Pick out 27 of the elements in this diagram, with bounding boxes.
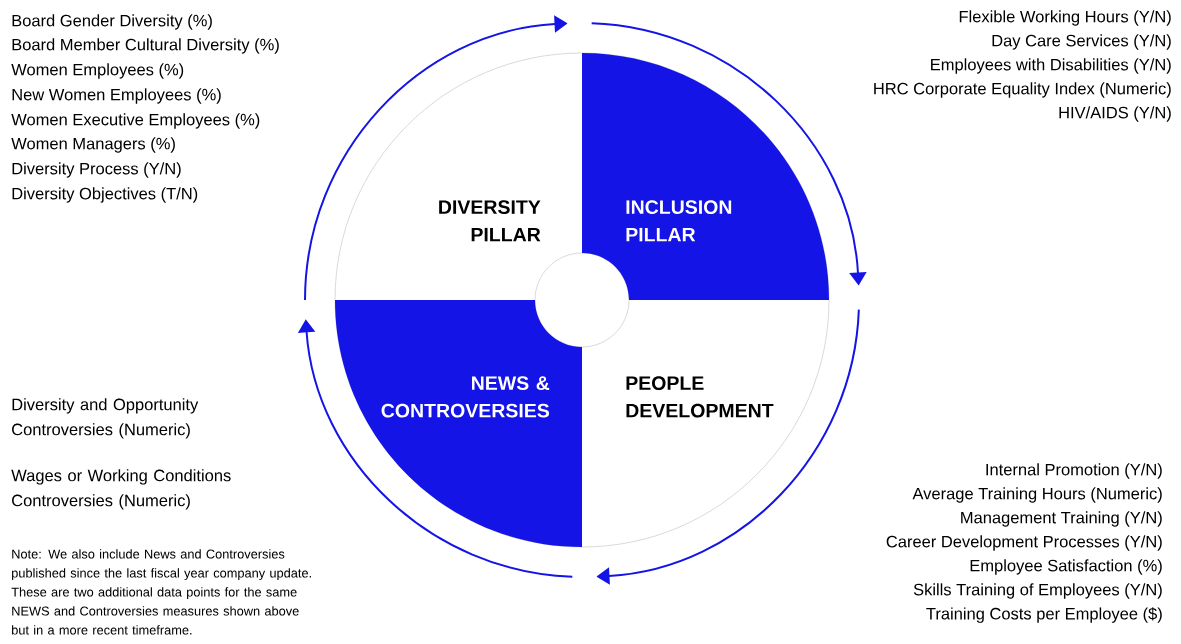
metric-text: Diversity and Opportunity Controversies (Numeric) xyxy=(12,398,199,439)
metric-text: Board Gender Diversity (%) xyxy=(12,14,212,30)
metric-text: Women Managers (%) xyxy=(11,137,175,153)
metric-text: Employee Satisfaction (%) xyxy=(970,559,1162,575)
metric-text: Diversity Process (Y/N) xyxy=(12,162,181,178)
quadrant: INCLUSION PILLAR xyxy=(582,53,829,300)
metric-text: Career Development Processes (Y/N) xyxy=(886,535,1162,551)
quadrant: NEWS & CONTROVERSIES xyxy=(335,300,582,547)
metric-text: Women Employees (%) xyxy=(11,63,184,79)
metric-text: Wages or Working Conditions Controversies (Numeric) xyxy=(11,469,231,510)
quadrant-label: PEOPLE DEVELOPMENT xyxy=(626,376,774,418)
metric-text: Women Executive Employees (%) xyxy=(11,113,260,129)
metric-text: Flexible Working Hours (Y/N) xyxy=(959,10,1171,26)
metric-text: HRC Corporate Equality Index (Numeric) xyxy=(874,82,1171,98)
quadrant-label: DIVERSITY PILLAR xyxy=(439,200,541,242)
metric-text: Board Member Cultural Diversity (%) xyxy=(12,38,279,54)
note-text: Note: We also include News and Controversies published since the last fiscal year company update. These are two additional data points for the same NEWS and Controversies measures shown above but in a more recent timeframe. xyxy=(11,549,311,635)
metric-text: Skills Training of Employees (Y/N) xyxy=(913,583,1162,599)
metric-text: Training Costs per Employee ($) xyxy=(926,607,1162,623)
metric-text: Average Training Hours (Numeric) xyxy=(912,487,1162,503)
metric-text: Internal Promotion (Y/N) xyxy=(986,463,1162,479)
metric-text: Diversity Objectives (T/N) xyxy=(12,187,198,203)
metric-text: Employees with Disabilities (Y/N) xyxy=(931,58,1171,74)
metric-text: Management Training (Y/N) xyxy=(961,511,1162,527)
metric-text: New Women Employees (%) xyxy=(12,88,221,104)
metric-text: HIV/AIDS (Y/N) xyxy=(1059,106,1171,122)
metric-text: Day Care Services (Y/N) xyxy=(992,34,1171,50)
